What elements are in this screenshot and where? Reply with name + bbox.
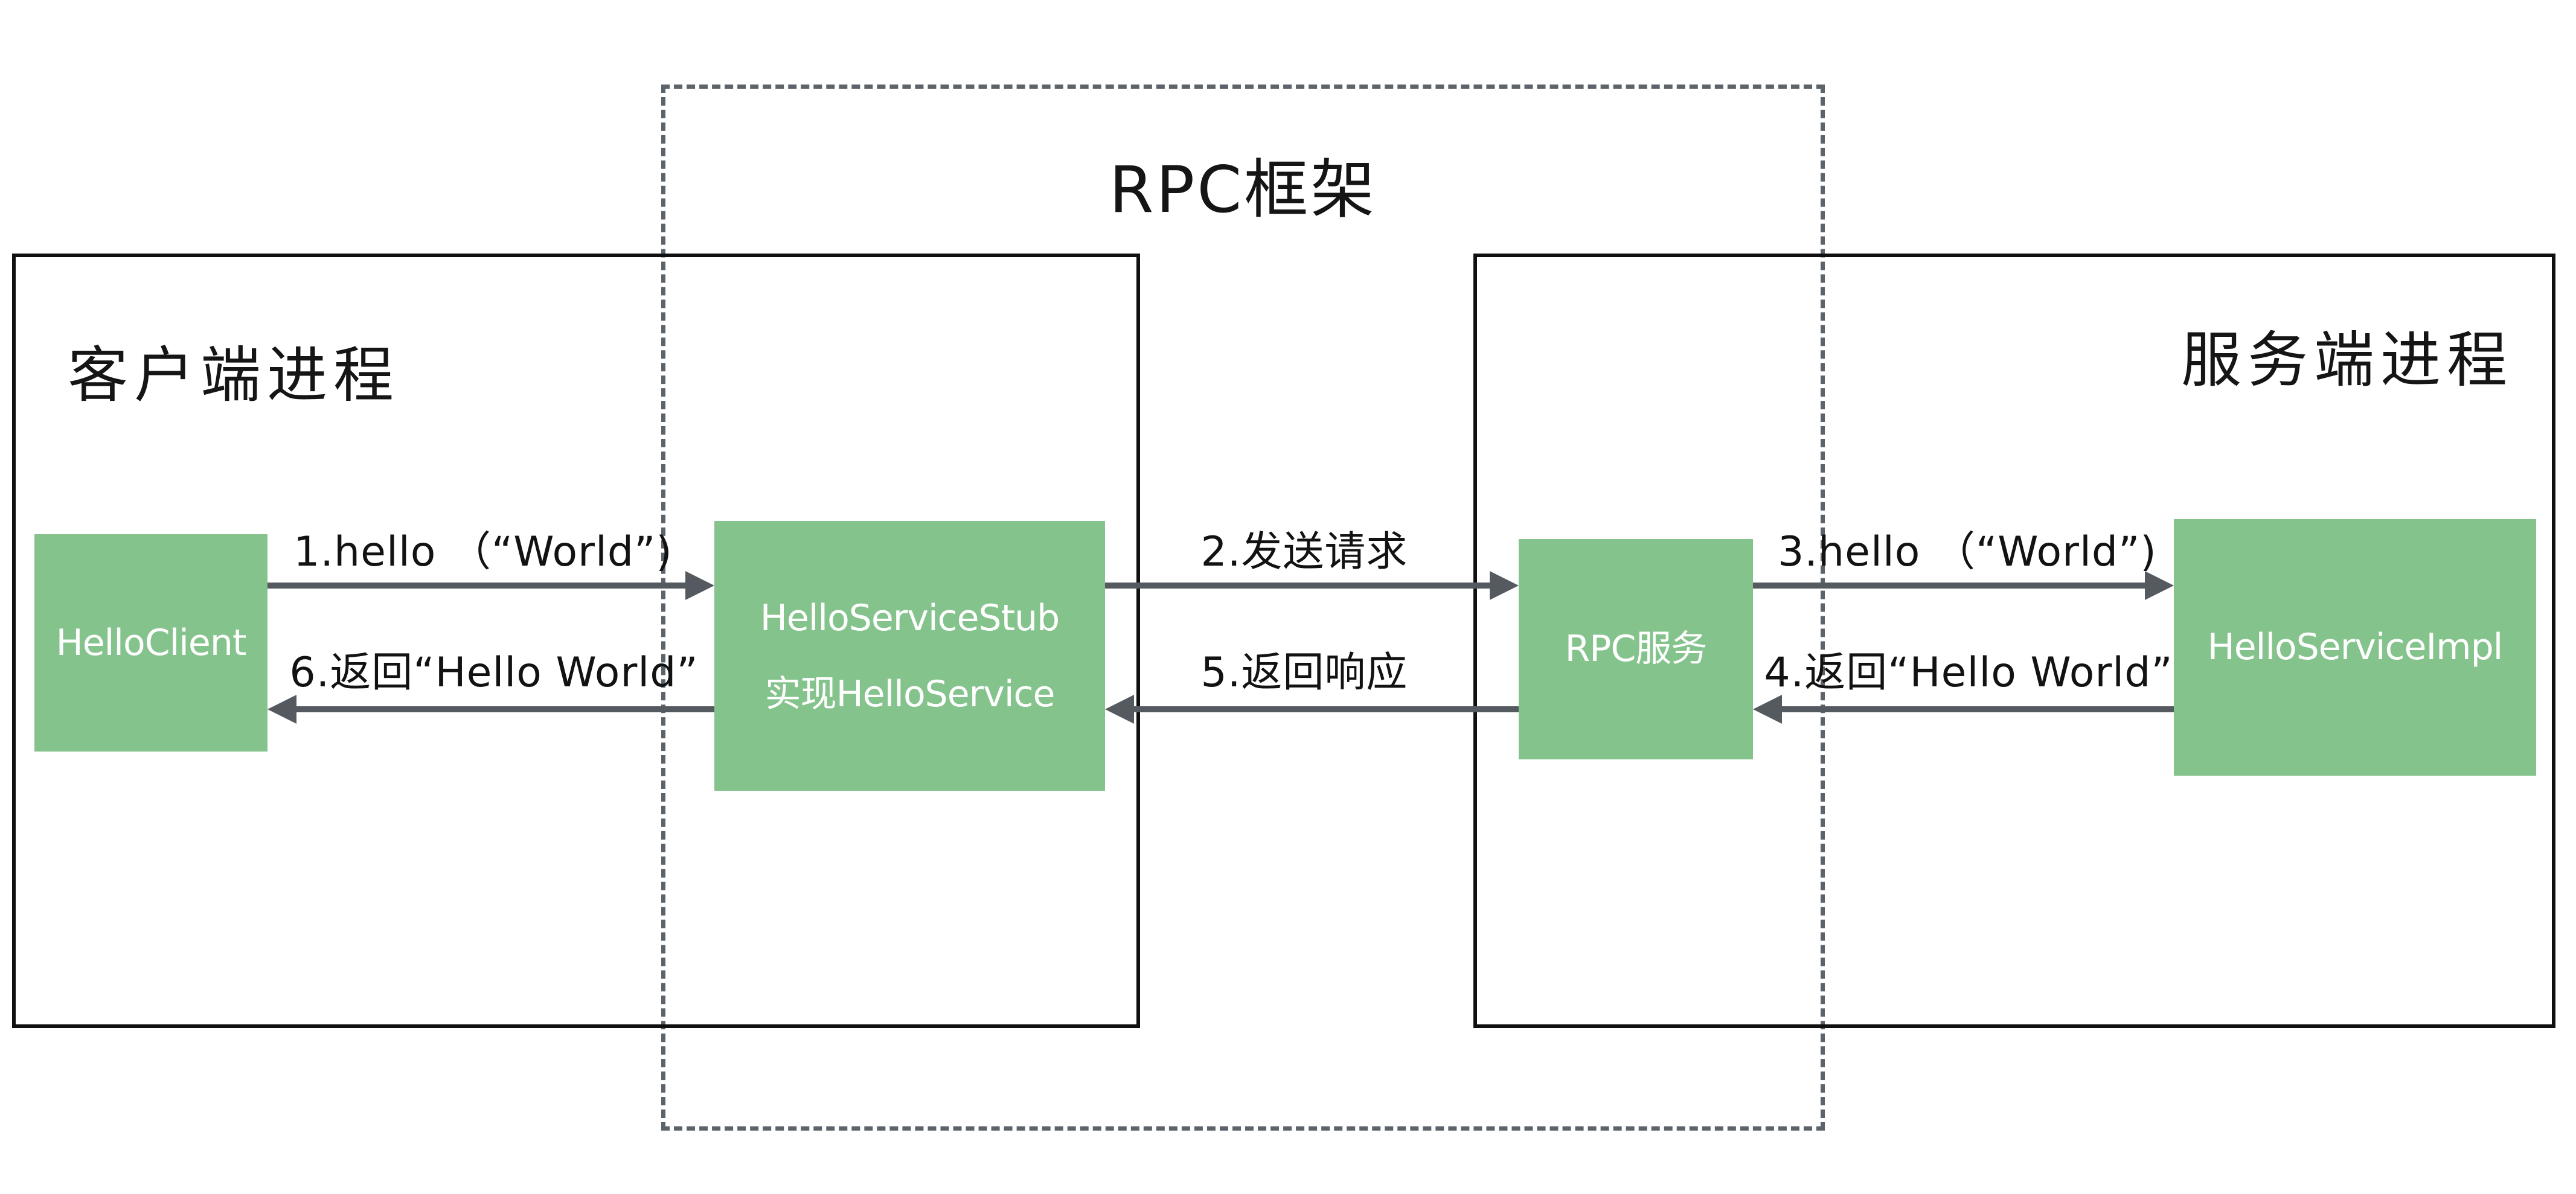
arrow-3-label: 3.hello （“World”) bbox=[1778, 528, 2157, 576]
arrow-2-label: 2.发送请求 bbox=[1200, 528, 1408, 576]
arrow-1-line bbox=[268, 583, 687, 589]
node-hello-service-stub: HelloServiceStub 实现HelloService bbox=[714, 521, 1105, 791]
rpc-framework-frame bbox=[661, 85, 1825, 1131]
arrow-6-arrowhead-left-icon bbox=[268, 695, 296, 724]
arrow-5-arrowhead-left-icon bbox=[1105, 695, 1134, 724]
arrow-2-arrowhead-right-icon bbox=[1490, 571, 1519, 600]
node-hello-service-impl-label: HelloServiceImpl bbox=[2207, 626, 2504, 668]
node-hello-client-label: HelloClient bbox=[56, 621, 247, 664]
arrow-6-line bbox=[295, 706, 714, 712]
arrow-1-arrowhead-right-icon bbox=[685, 571, 714, 600]
arrow-2-line bbox=[1105, 583, 1491, 589]
arrow-5-label: 5.返回响应 bbox=[1200, 649, 1408, 697]
client-process-label: 客户端进程 bbox=[68, 340, 400, 410]
client-process-box bbox=[12, 254, 1140, 1028]
node-hello-service-stub-line1: HelloServiceStub bbox=[760, 596, 1060, 639]
arrow-6-label: 6.返回“Hello World” bbox=[289, 649, 699, 697]
arrow-4-line bbox=[1781, 706, 2174, 712]
node-rpc-service: RPC服务 bbox=[1519, 539, 1753, 759]
node-rpc-service-label: RPC服务 bbox=[1565, 628, 1708, 670]
node-hello-client: HelloClient bbox=[34, 534, 268, 752]
server-process-label: 服务端进程 bbox=[2181, 325, 2513, 395]
server-process-box bbox=[1473, 254, 2555, 1028]
node-hello-service-impl: HelloServiceImpl bbox=[2174, 519, 2536, 776]
arrow-3-line bbox=[1753, 583, 2146, 589]
arrow-4-label: 4.返回“Hello World” bbox=[1764, 649, 2173, 697]
rpc-framework-title: RPC框架 bbox=[1109, 153, 1377, 227]
arrow-5-line bbox=[1133, 706, 1519, 712]
arrow-4-arrowhead-left-icon bbox=[1753, 695, 1782, 724]
node-hello-service-stub-line2: 实现HelloService bbox=[764, 672, 1056, 715]
arrow-3-arrowhead-right-icon bbox=[2145, 571, 2174, 600]
arrow-1-label: 1.hello （“World”) bbox=[293, 528, 673, 576]
